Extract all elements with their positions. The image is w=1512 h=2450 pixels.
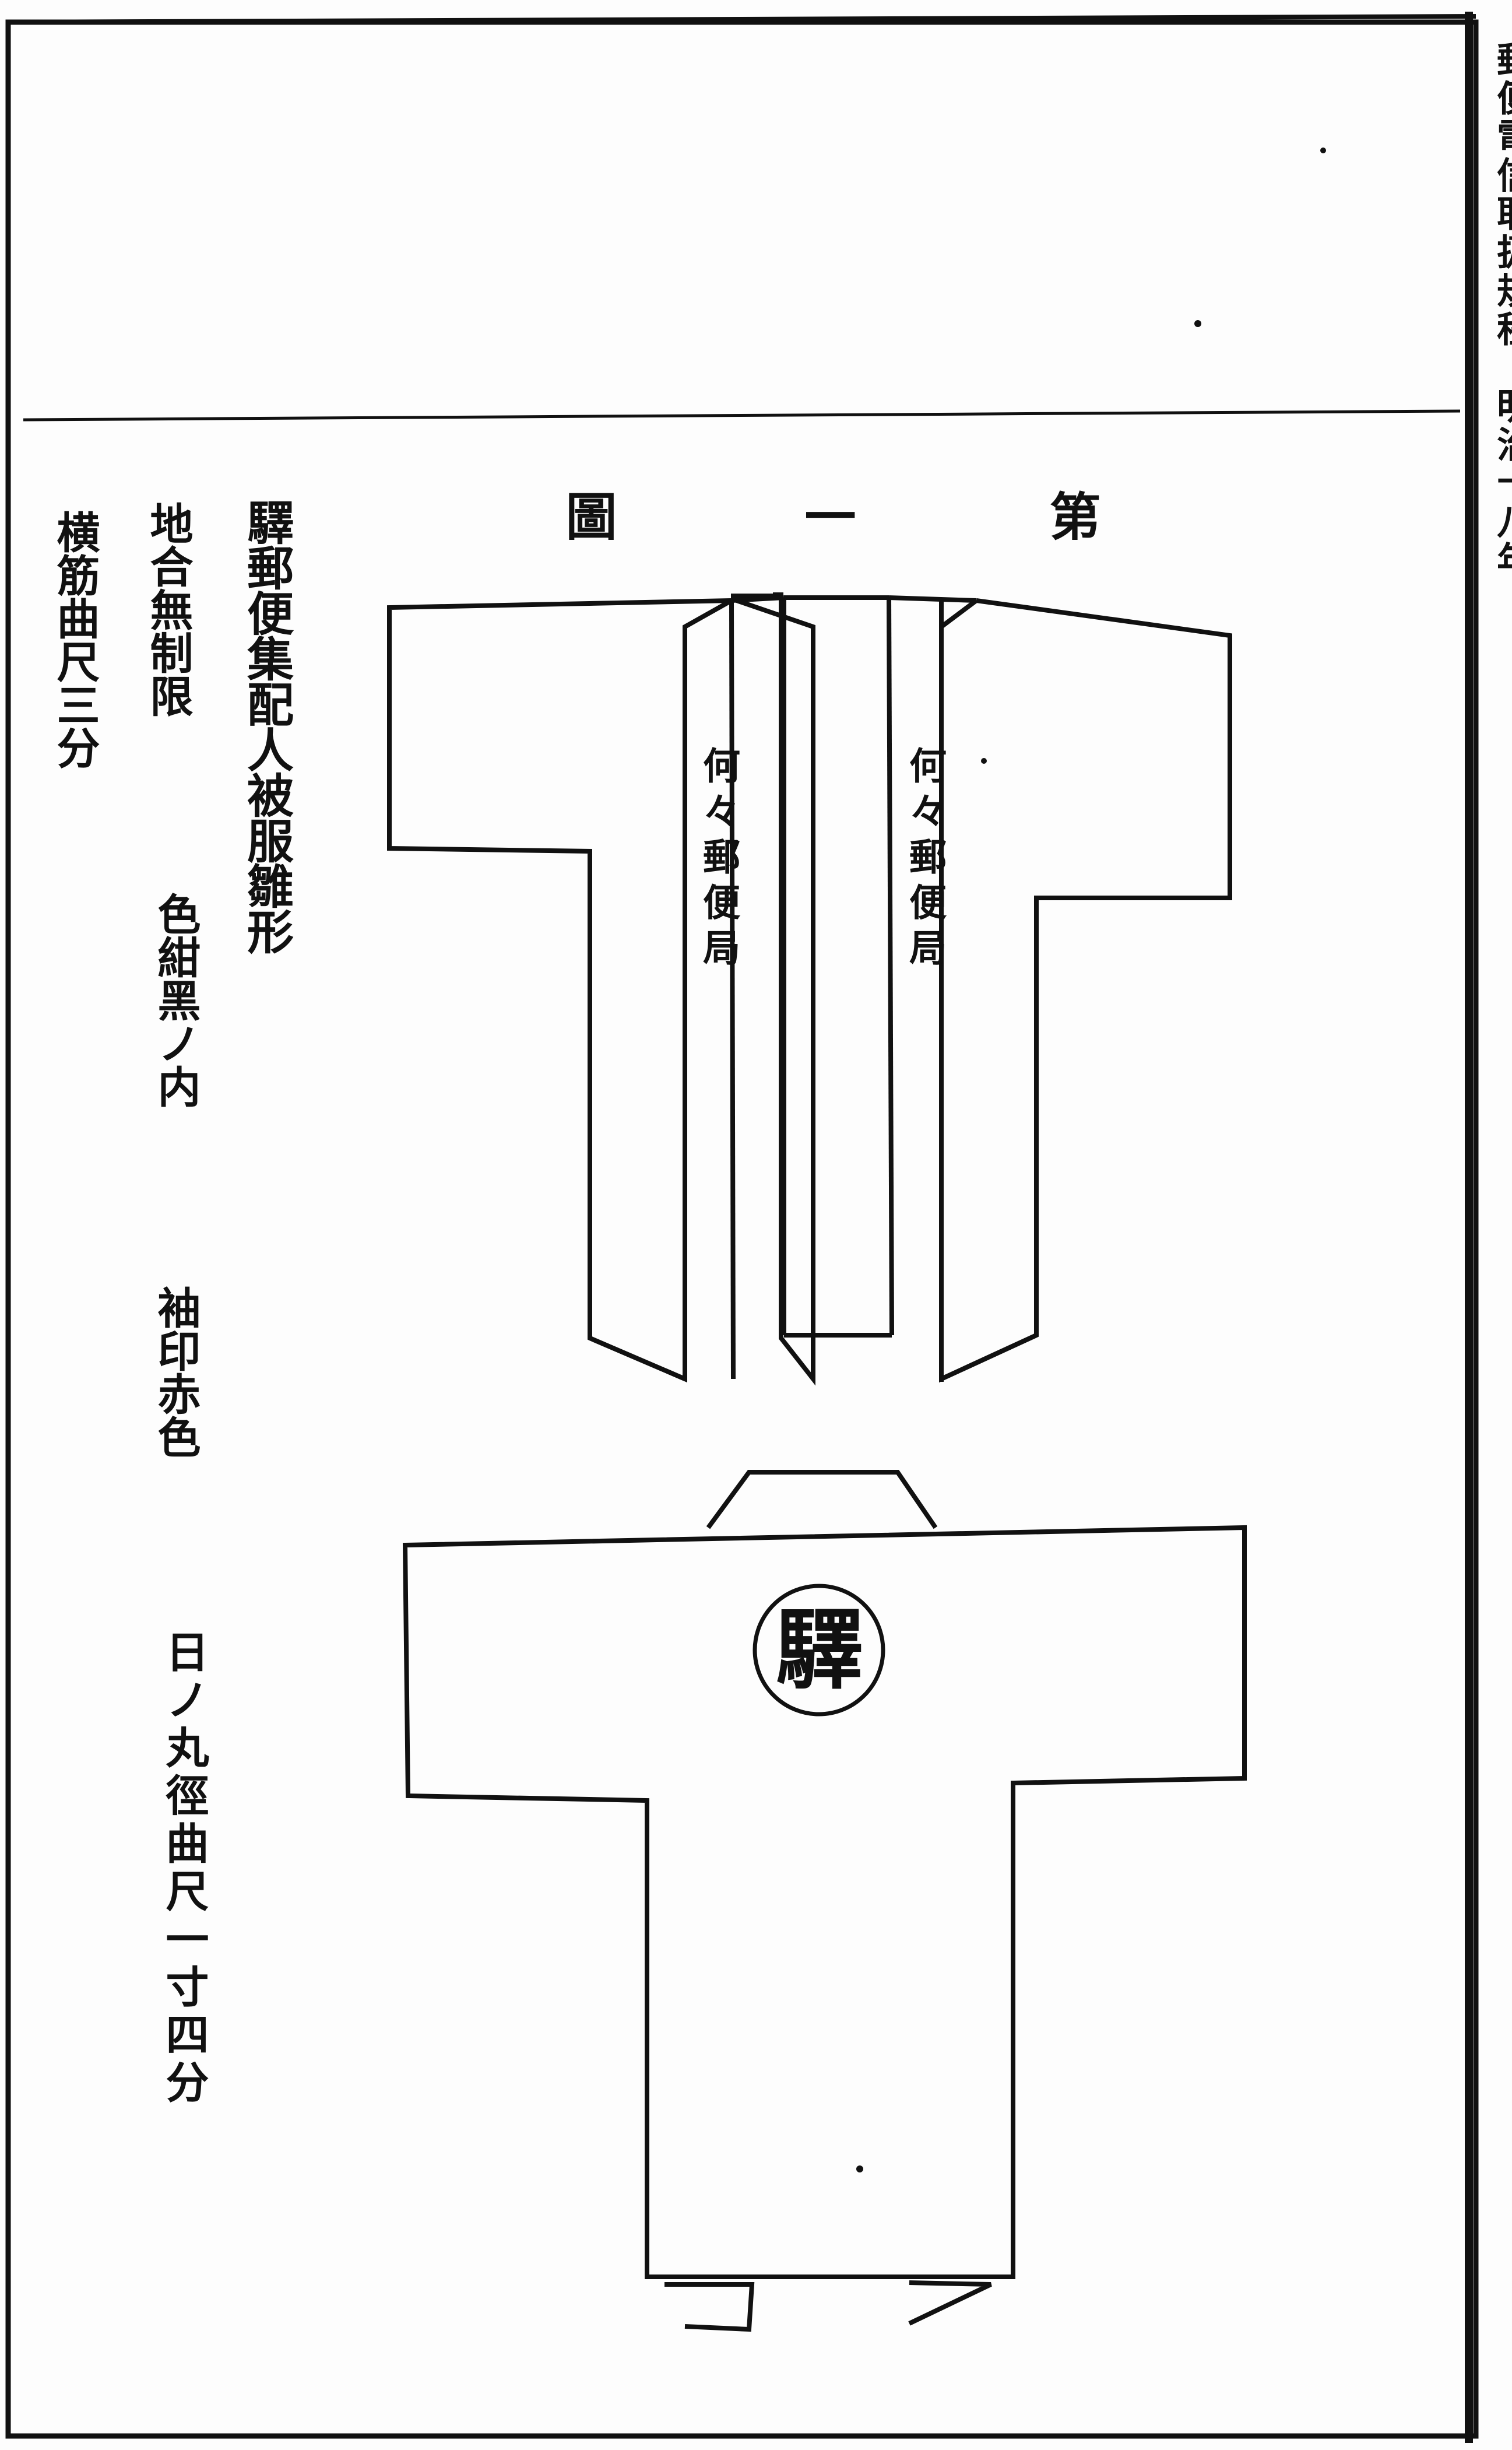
back-emblem-text: 驛 <box>775 1599 863 1701</box>
coat-back-outline <box>402 1525 1247 2279</box>
right-collar-text: 何々郵便局 <box>903 746 947 974</box>
speck <box>1194 320 1201 327</box>
coat-front-left-side <box>387 598 733 1383</box>
speck <box>1320 148 1326 153</box>
figure-title-char-1: 第 <box>1041 490 1102 541</box>
caption-stripe-note: 横筋曲尺三分 <box>50 510 100 769</box>
left-hem <box>589 1336 686 1381</box>
coat-front-drawing <box>387 592 1232 1386</box>
caption-sun-circle-note: 日ノ丸徑曲尺一寸四分 <box>159 1630 209 2108</box>
left-band-top <box>731 595 785 603</box>
coat-front-right-side <box>939 598 1232 1383</box>
left-collar-text: 何々郵便局 <box>697 746 740 974</box>
speck <box>856 2165 863 2172</box>
figure-title-char-3: 圖 <box>557 490 618 541</box>
left-band-outer <box>729 600 736 1380</box>
caption-main-title: 驛郵便集配人被服雛形 <box>240 499 294 953</box>
top-border <box>8 14 1476 24</box>
caption-fabric-note: 地合無制限 <box>143 501 193 717</box>
right-hem <box>940 1333 1038 1381</box>
speck <box>981 758 987 764</box>
figure-title-char-2: 一 <box>796 490 857 541</box>
header-divider <box>23 409 1461 422</box>
back-collar <box>706 1470 938 1529</box>
caption-color-note: 色紺黑ノ内 <box>150 892 201 1108</box>
coat-back-drawing <box>402 1470 1247 2332</box>
caption-sleeve-note: 袖印赤色 <box>150 1286 201 1458</box>
page-border <box>5 19 1479 2439</box>
back-right-flap <box>908 2280 992 2326</box>
right-margin-cropped-text: 郵便電信取扱規程 明治十八年 <box>1490 41 1512 580</box>
right-band-top <box>888 595 977 603</box>
sun-emblem-circle <box>753 1584 885 1717</box>
coat-front-outline <box>731 592 815 1386</box>
right-band-inner <box>887 597 894 1336</box>
back-left-flap <box>664 2282 755 2332</box>
